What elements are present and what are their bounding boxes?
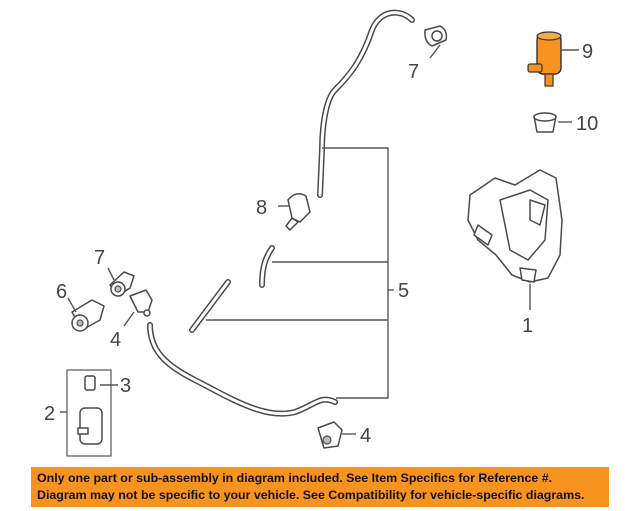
washer-nozzle-elbow [285, 193, 311, 231]
callout-7-top: 7 [408, 61, 419, 83]
disclaimer-line-2: Diagram may not be specific to your vehi… [37, 488, 585, 502]
callout-7-left: 7 [94, 247, 105, 269]
hose-connector-bottom [317, 421, 343, 449]
callout-5-bracket [206, 147, 394, 399]
callout-4-bottom: 4 [360, 425, 371, 447]
washer-hose-short [259, 245, 275, 288]
washer-reservoir [467, 169, 563, 283]
disclaimer-banner: Only one part or sub-assembly in diagram… [31, 467, 609, 507]
callout-5: 5 [398, 280, 409, 302]
pump-grommet [533, 112, 557, 133]
callout-8: 8 [256, 197, 267, 219]
callout-6: 6 [56, 281, 67, 303]
leader-lines [60, 44, 579, 435]
hose-connector-left [129, 289, 153, 317]
washer-pump-highlighted [527, 31, 562, 87]
callout-3: 3 [120, 375, 131, 397]
washer-nozzle-top [424, 25, 448, 47]
callout-2: 2 [44, 403, 55, 425]
washer-nozzle-6 [71, 299, 105, 332]
callout-labels: 1 2 3 4 4 5 6 7 7 8 9 10 [44, 41, 598, 447]
washer-hose-lower [147, 322, 338, 417]
washer-hose-upper [317, 9, 415, 198]
washer-tube-straight [189, 279, 231, 333]
callout-10: 10 [576, 113, 598, 135]
washer-nozzle-left [109, 271, 135, 297]
callout-9: 9 [582, 41, 593, 63]
disclaimer-line-1: Only one part or sub-assembly in diagram… [37, 471, 553, 485]
callout-4-left: 4 [110, 329, 121, 351]
pump-assembly-box [66, 369, 112, 457]
callout-1: 1 [522, 315, 533, 337]
